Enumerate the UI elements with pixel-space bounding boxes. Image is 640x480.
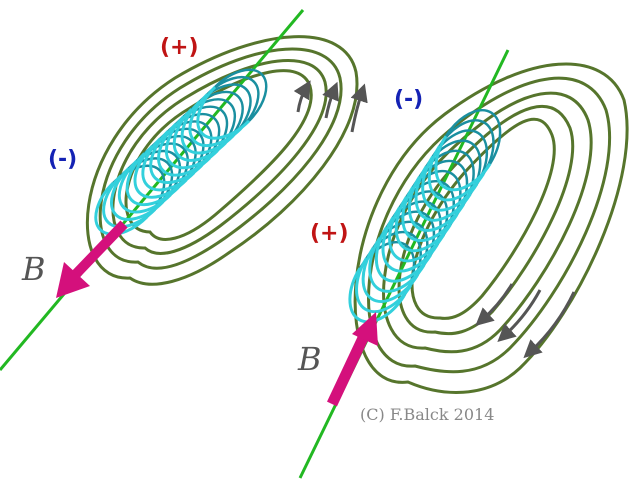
left-coil-turn-front — [172, 108, 227, 162]
right-field-arrow-2 — [497, 289, 542, 343]
left-coil-turn-front — [141, 137, 196, 192]
right-coil-turn-front — [421, 155, 479, 212]
right-coil-turn-front — [401, 186, 459, 243]
left-b-label: B — [21, 250, 46, 288]
left-minus-label: (-) — [48, 147, 77, 172]
left-coil-turn-back — [214, 68, 268, 122]
left-coil-turn-front — [94, 181, 149, 236]
right-coil-turn-back — [431, 129, 489, 185]
right-coil-turn-back — [438, 119, 495, 175]
right-coil-turn-front — [394, 196, 452, 253]
right-field-loop-4 — [367, 76, 612, 374]
left-coil-turn-front — [149, 130, 203, 184]
left-coil-turn-front — [157, 122, 211, 177]
right-coil-turn-front — [381, 216, 439, 273]
left-coil-turn-back — [198, 83, 252, 137]
left-field-arrow-2 — [322, 81, 339, 119]
left-coil-turn-back — [206, 75, 260, 130]
right-coil-turn-front — [374, 226, 432, 283]
right-coil-turn-front — [407, 176, 465, 232]
left-field-loop-3 — [98, 47, 343, 270]
left-plus-label: (+) — [160, 35, 199, 60]
right-coil-group: (-) (+) B — [297, 49, 629, 479]
right-coil-turn-front — [388, 206, 446, 263]
right-field-arrow-3 — [523, 291, 576, 359]
left-coil-turn-front — [125, 152, 180, 207]
left-coil-turn-front — [117, 159, 172, 214]
right-coil-turn-front — [427, 145, 485, 202]
left-coil-turn-front — [196, 85, 251, 140]
right-b-label: B — [297, 340, 322, 378]
left-coil-turn-front — [110, 167, 164, 221]
right-coil-turn-back — [444, 108, 502, 165]
right-coil-turn-front — [355, 257, 412, 314]
left-wire — [0, 9, 305, 371]
left-coil-turn-front — [133, 145, 188, 199]
left-coil-turn-front — [180, 100, 235, 155]
left-coil-turn-front — [188, 93, 243, 148]
left-field-arrow-3 — [350, 83, 368, 133]
left-coil-group: (+) (-) B — [0, 9, 368, 371]
right-coil-turn-front — [434, 135, 492, 192]
left-field-arrows — [293, 80, 368, 133]
left-field-arrow-1 — [293, 80, 311, 113]
left-coil-turns — [94, 68, 268, 236]
right-coil-turn-front — [368, 236, 426, 293]
right-coil-turns — [348, 108, 502, 324]
right-coil-turn-front — [348, 267, 406, 324]
left-coil-turn-front — [102, 174, 156, 229]
copyright-text: (C) F.Balck 2014 — [360, 405, 494, 424]
right-field-arrows — [475, 283, 576, 359]
right-field-arrow-1 — [475, 283, 514, 326]
right-b-vector — [327, 312, 378, 407]
left-b-vector — [56, 220, 128, 298]
right-coil-turn-front — [361, 247, 419, 303]
left-field-loop-4 — [85, 35, 359, 286]
left-coil-turn-front — [164, 115, 219, 170]
right-minus-label: (-) — [394, 87, 423, 112]
left-field-lines — [85, 35, 359, 286]
right-field-loop-5 — [353, 62, 629, 394]
right-plus-label: (+) — [310, 221, 349, 246]
right-coil-turn-front — [414, 165, 472, 222]
